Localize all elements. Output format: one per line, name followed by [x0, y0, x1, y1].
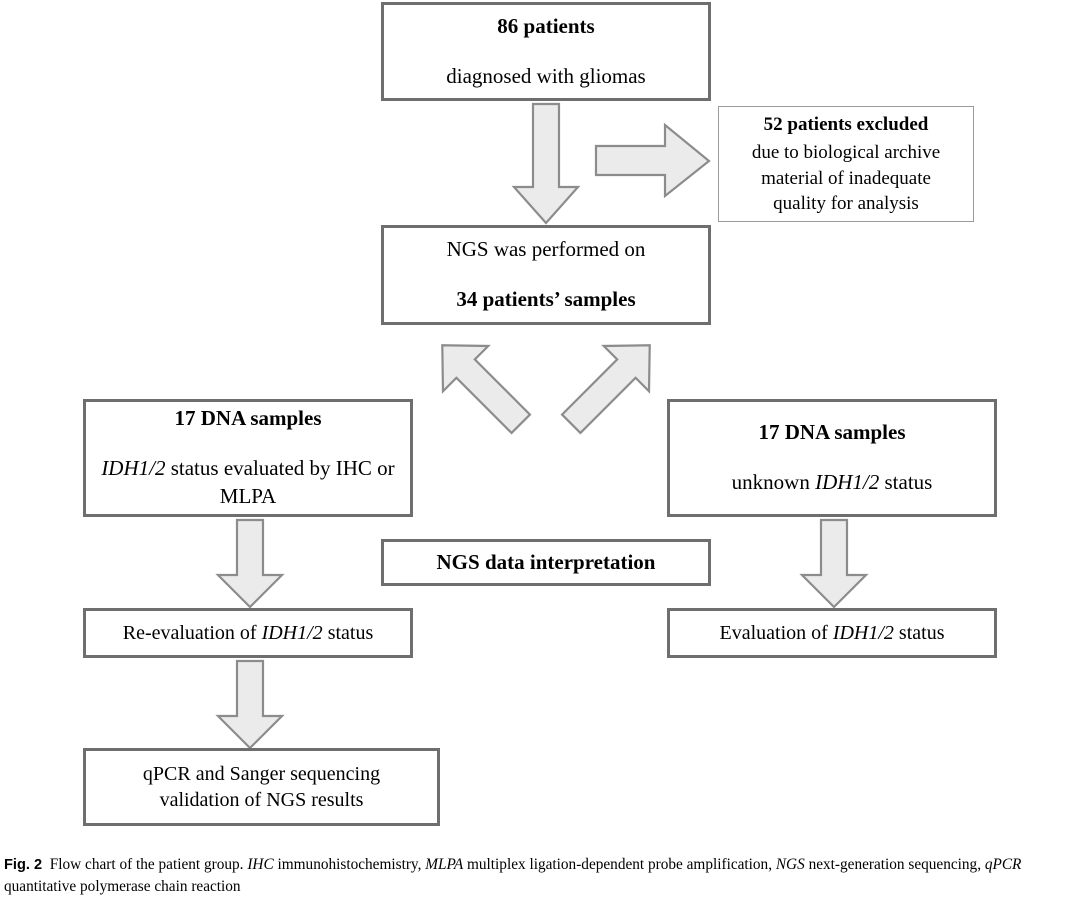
caption-abbr-qpcr: qPCR	[984, 856, 1022, 873]
node-known-status-line2: IDH1/2 status evaluated by IHC or MLPA	[86, 455, 410, 510]
caption-abbr-ihc: IHC	[247, 856, 274, 873]
node-unknown-status-line2: unknown IDH1/2 status	[670, 469, 994, 497]
node-unknown-status: 17 DNA samples unknown IDH1/2 status	[667, 399, 997, 517]
node-re-evaluation-text: Re-evaluation of IDH1/2 status	[86, 620, 410, 646]
node-re-evaluation-prefix: Re-evaluation of	[122, 621, 262, 644]
node-known-status: 17 DNA samples IDH1/2 status evaluated b…	[83, 399, 413, 517]
node-cohort-line1: 86 patients	[497, 13, 595, 38]
node-cohort: 86 patients diagnosed with gliomas	[381, 2, 711, 101]
gene-label-idh: IDH1/2	[815, 470, 880, 494]
node-ngs-performed-line2: 34 patients’ samples	[456, 287, 636, 311]
node-interpretation: NGS data interpretation	[381, 539, 711, 586]
node-excluded-line1: 52 patients excluded	[763, 114, 929, 136]
node-validation: qPCR and Sanger sequencing validation of…	[83, 748, 440, 826]
arrow-cohort-to-excluded	[594, 122, 711, 199]
gene-label-idh: IDH1/2	[832, 621, 894, 644]
node-validation-line2: validation of NGS results	[159, 789, 364, 811]
caption-abbr-mlpa: MLPA	[425, 856, 464, 873]
caption-segment-2: immunohistochemistry,	[273, 856, 426, 873]
arrow-reevaluation-to-validation	[215, 659, 285, 750]
node-evaluation-prefix: Evaluation of	[719, 621, 833, 644]
arrow-known-to-reevaluation	[215, 518, 285, 609]
node-known-status-line1: 17 DNA samples	[174, 406, 322, 431]
node-cohort-line2: diagnosed with gliomas	[446, 63, 646, 88]
node-unknown-status-line1: 17 DNA samples	[758, 420, 906, 445]
node-validation-line1: qPCR and Sanger sequencing	[142, 762, 381, 785]
node-known-status-line2-rest: status evaluated by IHC or MLPA	[165, 456, 395, 508]
caption-abbr-ngs: NGS	[775, 856, 805, 873]
node-re-evaluation: Re-evaluation of IDH1/2 status	[83, 608, 413, 658]
caption-segment-3: multiplex ligation-dependent probe ampli…	[463, 856, 776, 873]
figure-label: Fig. 2	[4, 857, 43, 873]
arrow-unknown-to-evaluation	[799, 518, 869, 609]
arrow-cohort-to-ngs	[511, 102, 581, 225]
node-re-evaluation-suffix: status	[322, 621, 374, 644]
node-excluded: 52 patients excluded due to biological a…	[718, 106, 974, 222]
node-excluded-line3: material of inadequate	[761, 167, 931, 189]
figure-caption: Fig. 2 Flow chart of the patient group. …	[4, 854, 1076, 897]
node-ngs-performed: NGS was performed on 34 patients’ sample…	[381, 225, 711, 325]
node-unknown-status-suffix: status	[879, 470, 933, 494]
node-evaluation-text: Evaluation of IDH1/2 status	[670, 620, 994, 646]
gene-label-idh: IDH1/2	[261, 621, 323, 644]
arrow-ngs-to-known	[424, 327, 544, 447]
node-excluded-line4: quality for analysis	[773, 192, 919, 214]
node-evaluation-suffix: status	[893, 621, 945, 644]
caption-segment-4: next-generation sequencing,	[804, 856, 985, 873]
node-ngs-performed-line1: NGS was performed on	[446, 237, 646, 262]
node-evaluation: Evaluation of IDH1/2 status	[667, 608, 997, 658]
gene-label-idh: IDH1/2	[101, 456, 166, 481]
node-excluded-line2: due to biological archive	[751, 142, 941, 164]
node-interpretation-line1: NGS data interpretation	[436, 549, 656, 574]
caption-segment-5: quantitative polymerase chain reaction	[4, 877, 241, 895]
caption-segment-1: Flow chart of the patient group.	[49, 856, 248, 873]
node-unknown-status-prefix: unknown	[731, 470, 816, 494]
arrow-ngs-to-unknown	[548, 327, 668, 447]
